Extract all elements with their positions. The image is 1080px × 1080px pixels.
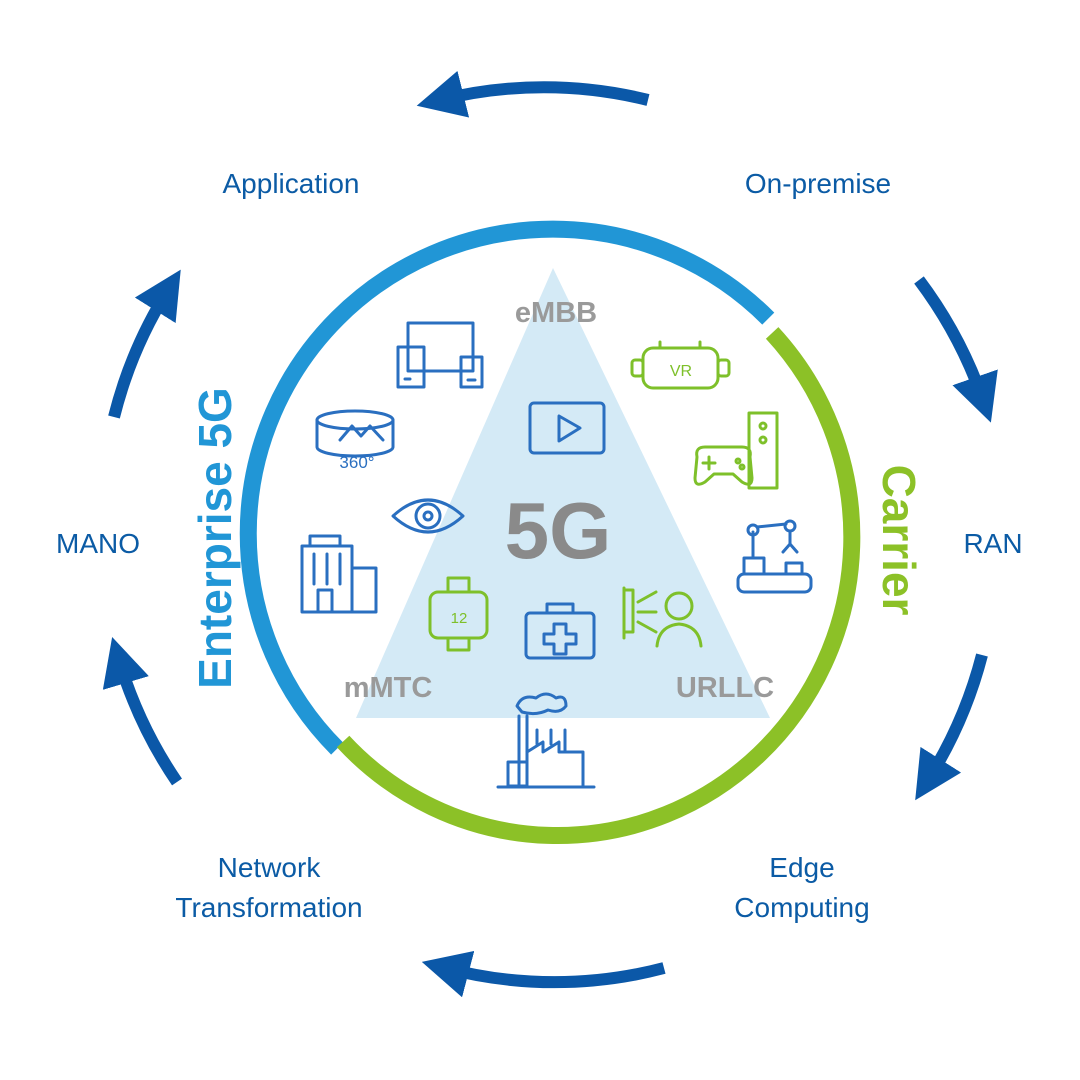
triangle-label-embb: eMBB — [515, 297, 597, 329]
label-network-transformation-line2: Transformation — [175, 892, 362, 923]
smartwatch-icon: 12 — [428, 576, 489, 652]
label-mano: MANO — [56, 528, 140, 559]
svg-text:12: 12 — [451, 610, 468, 627]
video-play-icon — [528, 401, 606, 455]
cycle-arrow-bottom — [421, 950, 666, 998]
center-5g-label: 5G — [505, 486, 612, 575]
outer-ring — [239, 220, 861, 845]
cycle-arrow-top — [416, 70, 650, 118]
robot-arm-icon — [736, 519, 813, 594]
ring-carrier-arc — [336, 327, 861, 845]
cycle-arrow-upper-right — [914, 276, 998, 423]
devices-icon — [396, 321, 484, 389]
vr-headset-icon: VR — [630, 340, 731, 390]
eye-icon — [391, 498, 465, 534]
view-360-icon: 360° — [315, 409, 395, 472]
label-ran: RAN — [963, 528, 1022, 559]
cycle-arrow-upper-left — [108, 269, 181, 419]
factory-icon — [496, 692, 596, 789]
label-application: Application — [223, 168, 360, 199]
svg-text:360°: 360° — [339, 453, 374, 472]
triangle-label-urllc: URLLC — [676, 672, 774, 704]
label-on-premise: On-premise — [745, 168, 891, 199]
medical-kit-icon — [524, 602, 596, 660]
triangle-label-mmtc: mMTC — [344, 672, 433, 704]
game-console-icon — [693, 411, 779, 490]
label-network-transformation-line1: Network — [218, 852, 322, 883]
enterprise-5g-label: Enterprise 5G — [189, 387, 241, 689]
label-edge-computing-line1: Edge — [769, 852, 834, 883]
cycle-arrow-lower-right — [915, 653, 988, 801]
carrier-label: Carrier — [873, 465, 925, 616]
cycle-arrow-lower-left — [102, 637, 182, 786]
svg-text:VR: VR — [670, 363, 692, 380]
buildings-icon — [300, 534, 378, 614]
ring-enterprise-arc — [239, 220, 775, 755]
cycle-arrows — [102, 70, 998, 998]
cycle-labels: Application On-premise RAN Edge Computin… — [56, 168, 1023, 923]
label-edge-computing-line2: Computing — [734, 892, 869, 923]
face-scan-icon — [622, 586, 703, 648]
